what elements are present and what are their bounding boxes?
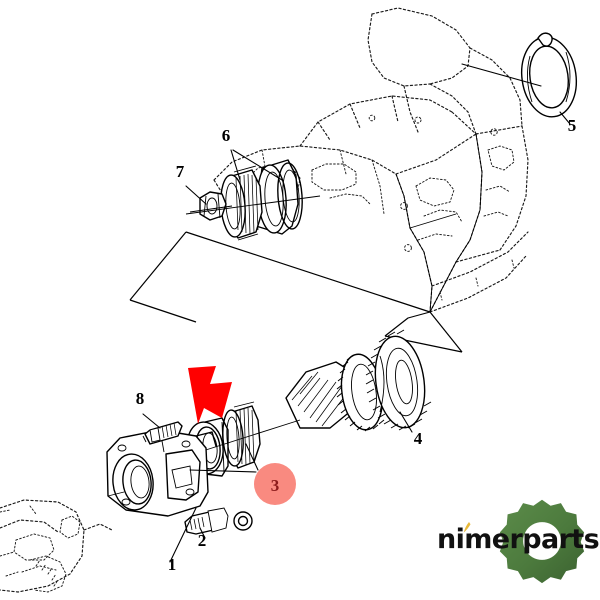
callout-label-8: 8 [136,389,145,408]
leader-line-6b [232,149,283,181]
leader-line-5 [559,111,571,125]
cutting-plane-line [129,231,463,353]
leader-line-8 [142,413,161,429]
leader-line-7 [185,185,207,205]
spline-hatching [291,371,349,427]
part-washer-2 [233,511,253,531]
part-threaded-stud-8 [142,421,183,445]
stud-thread-hatching [161,422,177,439]
axis-line-bearing-group [185,195,321,215]
leader-line-2 [199,527,206,539]
callout-label-4: 4 [414,429,423,448]
nimerparts-logo: nimerparts [437,496,600,592]
part-bearing-cup-6 [255,159,303,235]
lower-housing-phantom [0,499,113,593]
flame-accent-icon [463,522,471,533]
leader-line-4 [399,411,413,433]
bolt-thread-hatching [189,516,205,531]
part-hex-bolt-2 [184,507,229,535]
callout-label-5: 5 [568,116,577,135]
callout-3-highlight [254,463,296,505]
callout-label-2: 2 [198,531,207,550]
leader-line-3b [245,443,259,471]
leader-line-circlip-to-case [461,63,542,87]
part-countershaft-gear-cluster-4 [285,329,432,432]
gear-teeth-middle [336,355,385,432]
red-highlight-arrow [188,366,232,424]
logo-wordmark: nimerparts [437,524,600,555]
callout-label-3: 3 [271,476,280,495]
gear-teeth-large [365,329,432,431]
gear-icon [499,499,585,584]
transmission-case-phantom [213,7,529,313]
leader-line-4-upper [407,311,431,319]
leader-line-3a [189,469,257,473]
callout-labels: 1 2 3 4 5 6 7 8 [136,116,577,574]
leader-line-6a [230,149,241,181]
leader-line-1 [169,507,197,563]
part-snap-ring-circlip [520,32,578,118]
callout-label-1: 1 [168,555,177,574]
callout-label-6: 6 [222,126,231,145]
roller-hatching [235,173,259,235]
callout-label-7: 7 [176,162,185,181]
part-bearing-retainer-housing-1 [106,429,217,517]
